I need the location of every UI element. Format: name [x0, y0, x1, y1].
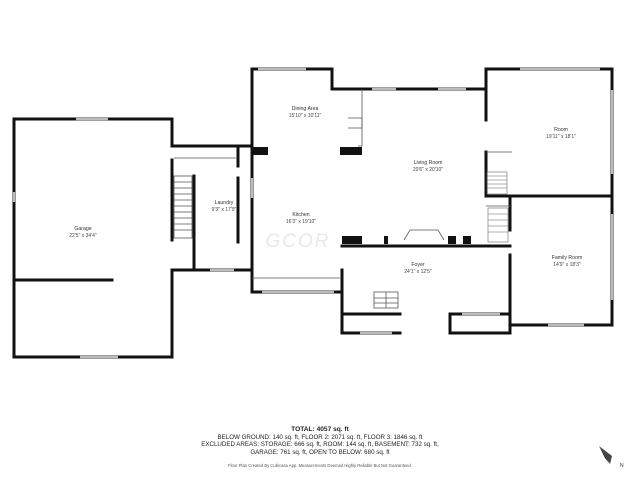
room-name-laundry: Laundry: [215, 200, 234, 206]
room-name-living: Living Room: [414, 160, 443, 166]
room-name-family: Family Room: [552, 255, 583, 261]
area-summary: TOTAL: 4057 sq. ft BELOW GROUND: 140 sq.…: [0, 426, 640, 456]
room-name-kitchen: Kitchen: [292, 212, 309, 218]
room-labels: Garage 22'5" x 34'4" Laundry 9'3" x 17'9…: [69, 106, 582, 275]
room-dim-foyer: 24'1" x 12'5": [404, 269, 432, 275]
windows: [250, 67, 614, 335]
area-line-2: EXCLUDED AREAS: STORAGE: 666 sq. ft, ROO…: [201, 441, 439, 449]
compass-north-icon: N: [599, 446, 624, 469]
room-dim-family: 14'9" x 18'3": [553, 262, 581, 268]
room-dim-laundry: 9'3" x 17'9": [212, 207, 237, 213]
compass-label: N: [620, 463, 624, 469]
room-dim-garage: 22'5" x 34'4": [69, 233, 97, 239]
room-name-foyer: Foyer: [411, 262, 425, 268]
foyer-stairs: [373, 291, 399, 309]
watermark: GCOR: [266, 231, 331, 252]
room-name-dining: Dining Area: [292, 106, 319, 112]
room-dim-living: 20'6" x 20'10": [413, 167, 443, 173]
total-area: TOTAL: 4057 sq. ft: [291, 426, 349, 433]
area-line-3: GARAGE: 761 sq. ft, OPEN TO BELOW: 680 s…: [250, 448, 390, 456]
fireplaces: [486, 171, 509, 243]
room-dim-dining: 15'10" x 10'11": [289, 113, 322, 119]
laundry-walls: [170, 144, 254, 272]
room-name-room: Room: [554, 127, 568, 133]
footer-disclaimer: Floor Plan Created By Cubicasa App. Meas…: [228, 463, 412, 468]
room-name-garage: Garage: [74, 226, 91, 232]
area-line-1: BELOW GROUND: 140 sq. ft, FLOOR 2: 2071 …: [217, 433, 423, 441]
kitchen-counter: [252, 229, 445, 279]
garage-walls: [12, 117, 174, 359]
stairs: [173, 175, 193, 239]
room-dim-room: 19'11" x 18'1": [546, 134, 576, 140]
structural-posts: [252, 147, 471, 244]
room-dim-kitchen: 16'3" x 19'10": [286, 219, 316, 225]
